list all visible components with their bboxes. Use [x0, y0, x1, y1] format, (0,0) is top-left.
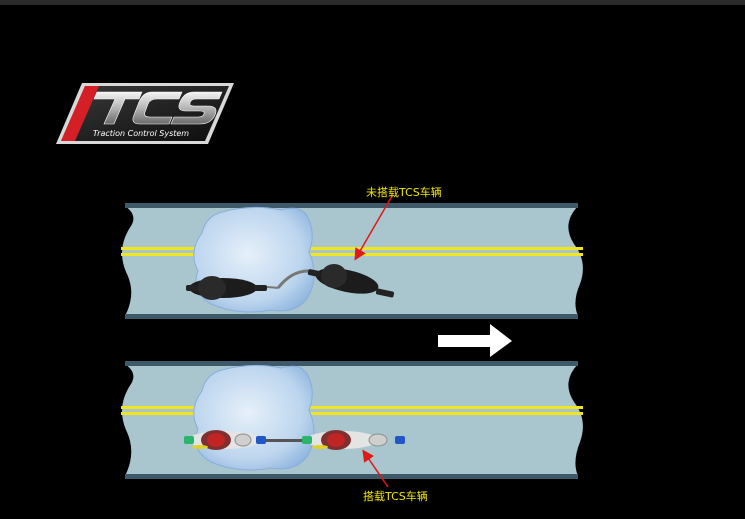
- lane-line: [121, 406, 583, 409]
- right-arrow-icon: [438, 324, 512, 357]
- annotation-arrow-without-tcs: [354, 195, 393, 261]
- window-top-bar: [0, 0, 745, 5]
- motorcycle-with-tcs: [184, 430, 405, 450]
- ice-patch: [193, 364, 315, 471]
- logo-tagline: Traction Control System: [93, 129, 189, 138]
- lane-line: [121, 247, 583, 250]
- tcs-logo-icon: Traction Control System: [56, 83, 234, 144]
- lane-line: [121, 253, 583, 256]
- motorcycle-without-tcs: [186, 264, 395, 300]
- lane-line: [121, 412, 583, 415]
- road-with-tcs: [121, 361, 583, 479]
- label-without-tcs: 未搭载TCS车辆: [366, 186, 442, 199]
- annotation-arrow-with-tcs: [362, 449, 389, 488]
- label-with-tcs: 搭载TCS车辆: [363, 490, 428, 503]
- road-without-tcs: [121, 203, 583, 319]
